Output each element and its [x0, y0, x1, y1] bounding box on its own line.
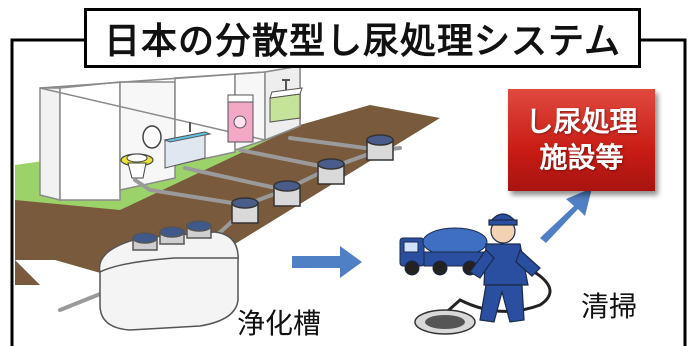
facility-label-line2: 施設等 — [539, 141, 624, 174]
vacuum-truck-icon — [399, 227, 488, 276]
treatment-facility-box: し尿処理 施設等 — [508, 89, 655, 191]
house-walls — [39, 65, 301, 201]
septic-tank-label: 浄化槽 — [237, 307, 322, 340]
arrow-to-cleaning — [292, 246, 362, 278]
washing-machine-icon — [227, 94, 254, 143]
sink-icon — [269, 79, 303, 123]
septic-tank-icon — [98, 220, 239, 331]
facility-label-line1: し尿処理 — [525, 105, 638, 138]
worker-icon — [469, 213, 541, 323]
open-manhole-icon — [414, 309, 476, 335]
manholes — [231, 134, 394, 224]
arrow-to-facility — [540, 188, 592, 243]
diagram-title: 日本の分散型し尿処理システム — [104, 21, 621, 62]
title-box: 日本の分散型し尿処理システム — [84, 8, 641, 68]
toilet-icon — [120, 125, 162, 179]
cleaning-label: 清掃 — [581, 290, 638, 323]
bathtub-icon — [163, 122, 212, 169]
frame — [10, 38, 687, 346]
